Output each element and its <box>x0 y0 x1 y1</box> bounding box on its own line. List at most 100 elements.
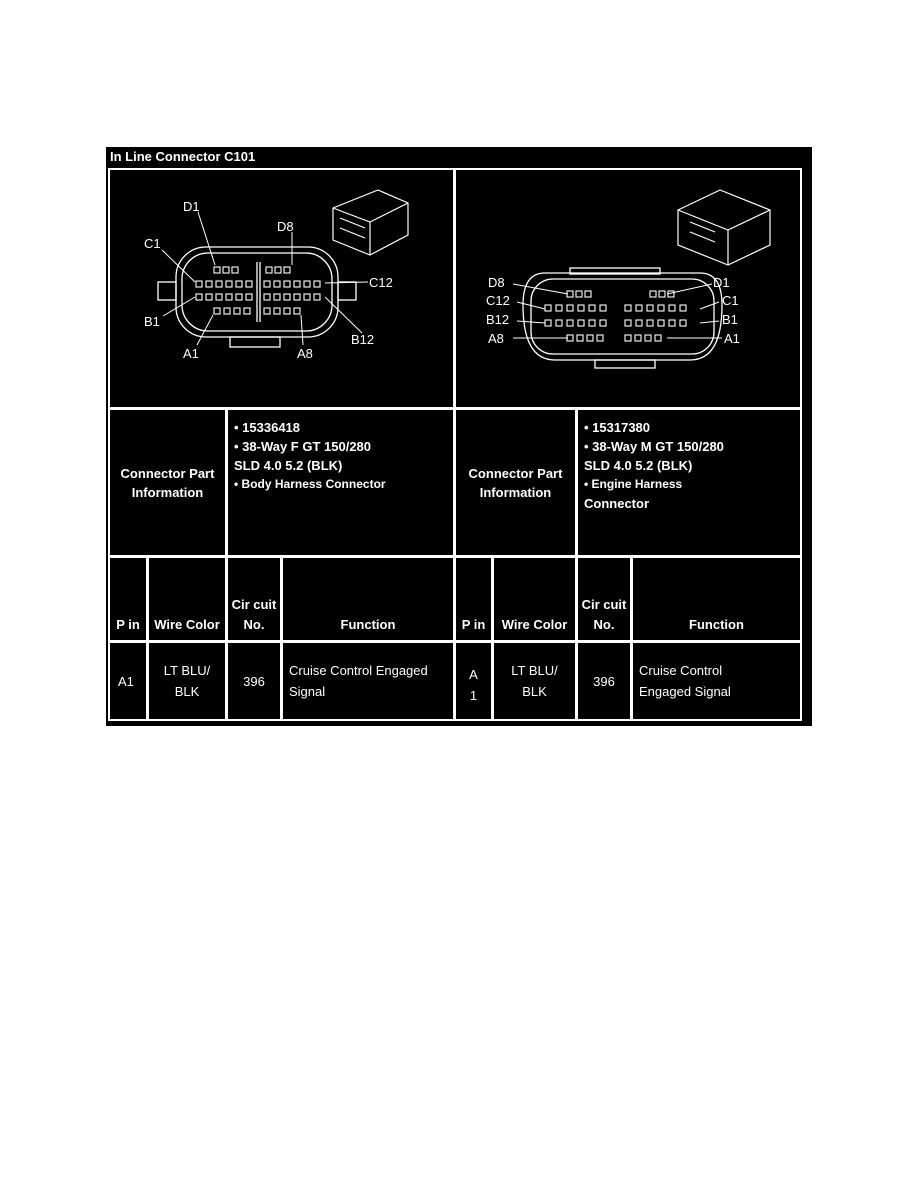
left-part-info-label: Connector Part Information <box>108 408 227 557</box>
right-row-circuit: 396 <box>576 641 632 721</box>
pin-cavity <box>644 334 652 342</box>
left-label-d8: D8 <box>277 219 294 234</box>
pin-cavity <box>596 334 604 342</box>
pin-cavity <box>283 280 291 288</box>
pin-cavity <box>566 304 574 312</box>
pin-cavity <box>544 304 552 312</box>
right-label-c1: C1 <box>722 293 739 308</box>
pin-cavity <box>231 266 239 274</box>
right-header-function: Function <box>631 556 802 642</box>
pin-cavity <box>588 304 596 312</box>
pin-cavity <box>635 304 643 312</box>
pin-cavity <box>263 307 271 315</box>
pin-cavity <box>313 293 321 301</box>
pin-cavity <box>576 334 584 342</box>
left-row-pin: A1 <box>108 641 148 721</box>
pin-cavity <box>283 266 291 274</box>
left-header-circuit: Cir cuit No. <box>226 556 282 642</box>
pin-cavity <box>235 280 243 288</box>
right-header-pin: P in <box>454 556 493 642</box>
pin-cavity <box>195 293 203 301</box>
pin-cavity <box>273 307 281 315</box>
pin-cavity <box>283 293 291 301</box>
left-header-wire-color: Wire Color <box>147 556 227 642</box>
pin-cavity <box>679 304 687 312</box>
pin-cavity <box>225 293 233 301</box>
pin-cavity <box>273 280 281 288</box>
pin-cavity <box>635 319 643 327</box>
left-connector-face <box>157 246 357 348</box>
pin-cavity <box>555 319 563 327</box>
pin-cavity <box>658 290 666 298</box>
pin-cavity <box>235 293 243 301</box>
right-label-b1: B1 <box>722 312 738 327</box>
pin-cavity <box>274 266 282 274</box>
right-connector-face <box>522 267 723 369</box>
pin-cavity <box>577 304 585 312</box>
pin-cavity <box>245 293 253 301</box>
pin-cavity <box>313 280 321 288</box>
pin-cavity <box>599 319 607 327</box>
right-label-b12: B12 <box>486 312 509 327</box>
pin-cavity <box>223 307 231 315</box>
pin-cavity <box>293 280 301 288</box>
pin-cavity <box>654 334 662 342</box>
pin-cavity <box>555 304 563 312</box>
pin-cavity <box>624 319 632 327</box>
left-label-c1: C1 <box>144 236 161 251</box>
pin-cavity <box>544 319 552 327</box>
right-label-d8: D8 <box>488 275 505 290</box>
pin-cavity <box>657 319 665 327</box>
pin-cavity <box>195 280 203 288</box>
right-label-a8: A8 <box>488 331 504 346</box>
pin-cavity <box>668 304 676 312</box>
left-label-b12: B12 <box>351 332 374 347</box>
pin-cavity <box>649 290 657 298</box>
right-header-wire-color: Wire Color <box>492 556 577 642</box>
connector-table <box>106 147 812 726</box>
right-connector-3d-icon <box>677 189 771 266</box>
pin-cavity <box>584 290 592 298</box>
left-label-a1: A1 <box>183 346 199 361</box>
pin-cavity <box>624 304 632 312</box>
pin-cavity <box>646 304 654 312</box>
left-header-function: Function <box>281 556 455 642</box>
pin-cavity <box>233 307 241 315</box>
pin-cavity <box>215 280 223 288</box>
pin-cavity <box>668 319 676 327</box>
left-label-b1: B1 <box>144 314 160 329</box>
pin-cavity <box>303 293 311 301</box>
right-row-wire-color: LT BLU/ BLK <box>492 641 577 721</box>
left-label-d1: D1 <box>183 199 200 214</box>
pin-cavity <box>263 280 271 288</box>
pin-cavity <box>225 280 233 288</box>
right-part-info-label: Connector Part Information <box>454 408 577 557</box>
pin-cavity <box>679 319 687 327</box>
left-label-c12: C12 <box>369 275 393 290</box>
right-row-pin: A 1 <box>454 641 493 721</box>
left-row-function: Cruise Control Engaged Signal <box>281 641 455 721</box>
pin-cavity <box>243 307 251 315</box>
left-connector-3d-icon <box>332 189 409 256</box>
pin-cavity <box>205 280 213 288</box>
pin-cavity <box>293 307 301 315</box>
pin-cavity <box>599 304 607 312</box>
pin-cavity <box>303 280 311 288</box>
right-label-c12: C12 <box>486 293 510 308</box>
pin-cavity <box>586 334 594 342</box>
right-label-a1: A1 <box>724 331 740 346</box>
pin-cavity <box>205 293 213 301</box>
pin-cavity <box>657 304 665 312</box>
pin-cavity <box>646 319 654 327</box>
left-header-pin: P in <box>108 556 148 642</box>
pin-cavity <box>213 266 221 274</box>
pin-cavity <box>213 307 221 315</box>
left-row-circuit: 396 <box>226 641 282 721</box>
pin-cavity <box>265 266 273 274</box>
pin-cavity <box>588 319 596 327</box>
left-label-a8: A8 <box>297 346 313 361</box>
pin-cavity <box>215 293 223 301</box>
pin-cavity <box>245 280 253 288</box>
right-row-function: Cruise Control Engaged Signal <box>631 641 802 721</box>
